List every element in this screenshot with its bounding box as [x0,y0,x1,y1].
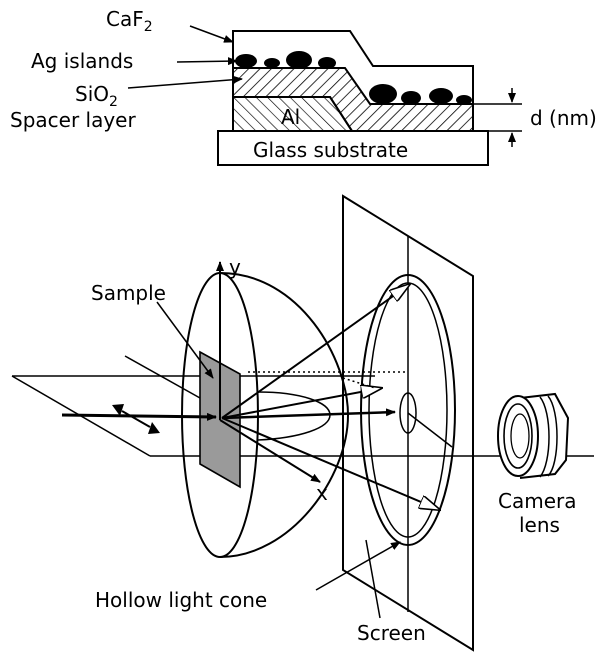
scattered-rays [221,284,440,510]
caf2-label: CaF2 [106,7,153,35]
ag-pointer [176,57,238,66]
screen-label: Screen [357,621,426,645]
dotted-guide-2 [342,377,376,389]
screen-pointer [365,539,381,619]
camera-label: Camera [498,489,577,513]
hollow-light-cone-label: Hollow light cone [95,588,267,612]
cone-pointer [315,541,401,591]
sio2-pointer [127,75,243,89]
optical-setup-diagram: y x Sample Camera lens Hollow light cone… [11,194,594,652]
glass-substrate-label: Glass substrate [253,138,408,162]
incident-beam [61,412,217,421]
thickness-label: d (nm) [530,106,597,130]
screen [342,194,474,652]
glass-substrate [217,130,489,166]
lens-label: lens [519,513,560,537]
y-axis-label: y [229,255,241,279]
incident-beam-upper [124,355,201,399]
sample-pointer [156,301,214,379]
sample-label: Sample [91,281,166,305]
x-axis-label: x [316,481,328,505]
reflected-line [407,412,453,448]
ag-islands-label: Ag islands [31,49,133,73]
ag-islands-lower [369,84,472,105]
camera-lens-icon [497,392,570,479]
caf2-pointer [189,25,234,43]
ag-islands-upper [235,51,336,69]
x-axis [219,419,321,483]
sio2-label: SiO2 [75,82,118,110]
polarization-arrow [112,404,160,434]
spacer-layer-label: Spacer layer [10,108,136,132]
layer-stack-diagram: CaF2 Ag islands SiO2 Spacer layer Al Gla… [10,7,597,166]
al-label: Al [281,105,300,129]
thickness-marker [473,88,522,147]
